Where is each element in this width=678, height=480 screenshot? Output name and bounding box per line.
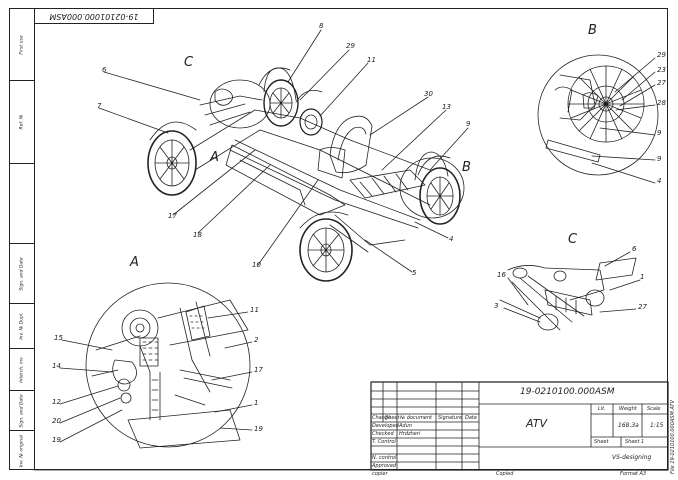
tb-sheets-label: Sheet 1 xyxy=(625,439,645,445)
callout: 23 xyxy=(657,66,666,74)
detail-title-c: C xyxy=(568,232,578,247)
tb-col-change: Change xyxy=(372,415,392,421)
footer-copier: copier xyxy=(372,471,388,477)
atv-main-view xyxy=(98,29,469,282)
detail-title-b: B xyxy=(588,23,597,38)
callout: 17 xyxy=(168,212,177,220)
side-stamp-column: First use Ref. № Sign. and Date Inv. № D… xyxy=(9,8,34,470)
callout: 12 xyxy=(52,398,61,406)
drawing-frame xyxy=(34,8,668,470)
callout: 11 xyxy=(250,306,259,314)
tb-name-developed: Adun xyxy=(399,423,412,429)
callout: 17 xyxy=(254,366,263,374)
callout: 1 xyxy=(640,273,645,281)
tb-role-developed: Developed xyxy=(372,423,399,429)
callout: 11 xyxy=(367,56,376,64)
callout: 20 xyxy=(52,417,61,425)
callout: 3 xyxy=(494,302,499,310)
side-cell-ref-no: Ref. № xyxy=(10,81,34,164)
tb-col-doc: № document xyxy=(400,415,433,421)
callout: 18 xyxy=(193,231,202,239)
tb-scale-value: 1:15 xyxy=(650,422,664,429)
callout: 15 xyxy=(54,334,63,342)
side-cell-first-use: First use xyxy=(10,9,34,81)
callout: 5 xyxy=(412,269,417,277)
callout: 2 xyxy=(254,336,259,344)
callout: 1 xyxy=(254,399,259,407)
top-left-stamp: 19-02101000.000ASM xyxy=(34,8,154,24)
side-cell-sign-date-2: Sign. and Date xyxy=(10,391,34,431)
side-cell-blank xyxy=(10,164,34,244)
callout: 16 xyxy=(497,271,506,279)
detail-view-b xyxy=(537,54,659,184)
detail-view-c xyxy=(499,251,641,331)
title-block-grid xyxy=(33,381,669,471)
callout: 7 xyxy=(97,102,102,110)
callout: 30 xyxy=(424,90,433,98)
callout: 13 xyxy=(442,103,451,111)
tb-role-approved: Approved xyxy=(372,463,397,469)
tb-role-ncontrol: N. control xyxy=(372,455,397,461)
tb-name-checked: Hrdzheri xyxy=(399,431,421,437)
title-designation: 19-0210100.000ASM xyxy=(520,387,615,397)
callout: 9 xyxy=(657,129,662,137)
tb-col-sheet: Sheet xyxy=(385,415,400,421)
side-cell-interch: Interch. inv xyxy=(10,349,34,391)
detail-title-a: A xyxy=(130,255,139,270)
footer-copied: Copied xyxy=(496,471,514,477)
tb-col-date: Date xyxy=(465,415,477,421)
callout: 9 xyxy=(466,120,471,128)
callout: 6 xyxy=(102,66,107,74)
detail-view-a xyxy=(59,282,253,449)
footer-format: Format A3 xyxy=(620,471,647,477)
tb-weight-label: Weight xyxy=(619,406,637,412)
tb-role-checked: Checked xyxy=(372,431,394,437)
callout: 27 xyxy=(657,79,666,87)
tb-lit-label: Lit. xyxy=(598,406,606,412)
callout: 4 xyxy=(449,235,454,243)
callout: 9 xyxy=(657,155,662,163)
callout: 19 xyxy=(52,436,61,444)
tb-scale-label: Scale xyxy=(647,406,661,412)
view-letter-c: C xyxy=(184,55,194,70)
view-letter-a: A xyxy=(210,150,219,165)
callout: 8 xyxy=(319,22,324,30)
view-letter-b: B xyxy=(462,160,471,175)
callout: 19 xyxy=(254,425,263,433)
callout: 27 xyxy=(638,303,647,311)
side-cell-sign-date: Sign. and Date xyxy=(10,244,34,304)
callout: 10 xyxy=(252,261,261,269)
callout: 14 xyxy=(52,362,61,370)
side-cell-inv-dupl: Inv. № Dupl. xyxy=(10,304,34,349)
callout: 29 xyxy=(346,42,355,50)
title-name: ATV xyxy=(526,417,547,430)
tb-col-signature: Signature xyxy=(438,415,463,421)
callout: 29 xyxy=(657,51,666,59)
callout: 4 xyxy=(657,177,662,185)
tb-role-tcontrol: T. Control xyxy=(372,439,396,445)
title-company: VS-designing xyxy=(612,454,652,461)
callout: 6 xyxy=(632,245,637,253)
tb-sheet-label: Sheet xyxy=(594,439,609,445)
callout: 28 xyxy=(657,99,666,107)
tb-weight-value: 168.3a xyxy=(618,422,639,429)
vertical-file-note: File 19-0210100.000ASM.ATV xyxy=(670,400,676,474)
